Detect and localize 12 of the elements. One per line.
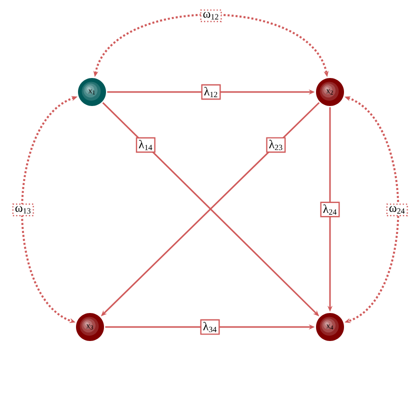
edge-label: ω$_{13}$ (12, 204, 34, 216)
edge-label: λ$_{12}$ (201, 84, 221, 100)
edge-label: ω$_{24}$ (386, 204, 408, 216)
edge-label: λ$_{23}$ (266, 137, 286, 153)
sphere-node: x$_{2}$ (316, 78, 344, 106)
edge-label: λ$_{34}$ (200, 319, 220, 335)
edge-label: λ$_{14}$ (136, 137, 156, 153)
sphere-node: x$_{4}$ (316, 313, 344, 341)
edge-label: λ$_{24}$ (320, 202, 340, 218)
edge-label: ω$_{12}$ (200, 9, 222, 22)
sphere-node: x$_{3}$ (76, 313, 104, 341)
sphere-node: x$_{1}$ (78, 78, 106, 106)
